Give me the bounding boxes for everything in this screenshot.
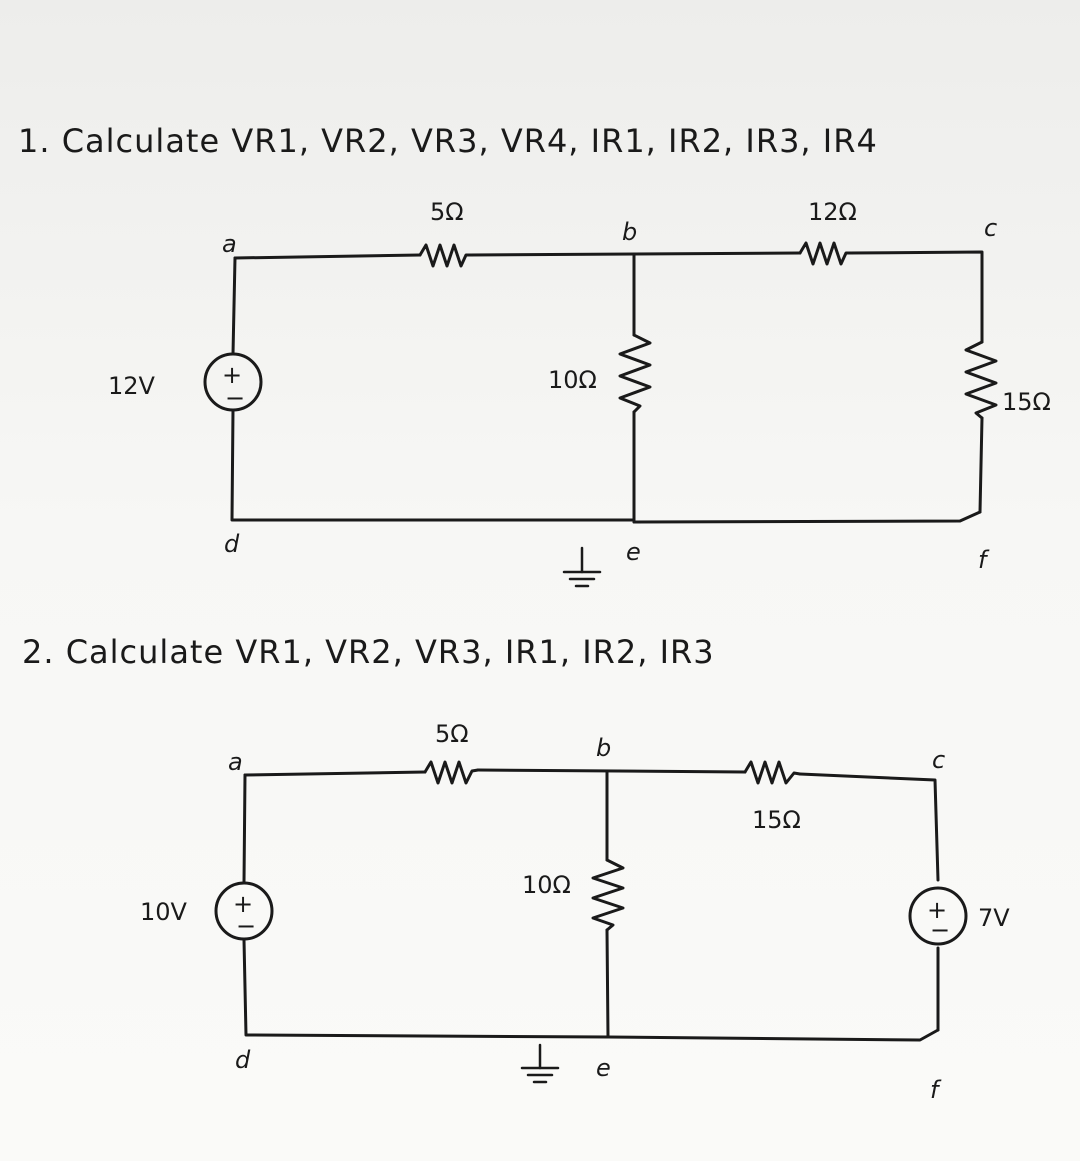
wire-a-r1 <box>243 770 427 777</box>
resistor-r4-zigzag <box>964 340 998 420</box>
node-a-label: a <box>228 748 243 776</box>
wire-source-d <box>230 408 636 522</box>
node-c-label: c <box>932 746 945 774</box>
source-12v-plus: + <box>222 361 242 389</box>
node-d-label: d <box>224 530 240 558</box>
wire-a-r1 <box>233 253 422 260</box>
resistor-r3-label: 10Ω <box>548 366 597 394</box>
source-10v-minus: − <box>236 912 256 940</box>
node-e-label: e <box>596 1054 611 1082</box>
node-c-label: c <box>984 214 997 242</box>
ground-icon <box>562 546 602 588</box>
source-10v-label: 10V <box>140 898 188 926</box>
wire-source-d <box>242 938 610 1039</box>
node-a-label: a <box>222 230 237 258</box>
problem-1-title: 1. Calculate VR1, VR2, VR3, VR4, IR1, IR… <box>18 122 878 160</box>
wire-r4-f <box>978 416 984 514</box>
resistor-r1-label: 5Ω <box>435 720 469 748</box>
source-7v-plus: + <box>927 896 947 924</box>
resistor-r4-label: 15Ω <box>1002 388 1051 416</box>
wire-r2-c <box>798 772 940 882</box>
resistor-r1-zigzag <box>423 760 480 785</box>
voltage-source-10v <box>214 881 274 941</box>
wire-r1-b-r2 <box>476 768 747 774</box>
voltage-source-12v <box>203 352 263 412</box>
node-b-label: b <box>596 734 611 762</box>
node-e-label: e <box>626 538 641 566</box>
resistor-r2-label: 12Ω <box>808 198 857 226</box>
resistor-r2-zigzag <box>798 241 852 266</box>
node-d-label: d <box>235 1046 251 1074</box>
resistor-r3-zigzag <box>618 333 652 414</box>
resistor-r3-zigzag <box>591 858 625 932</box>
wire-r3-e <box>605 928 610 1039</box>
resistor-r1-zigzag <box>418 243 472 268</box>
node-b-label: b <box>622 218 637 246</box>
source-7v-label: 7V <box>978 904 1010 932</box>
resistor-r2-zigzag <box>743 760 802 785</box>
voltage-source-7v <box>908 886 968 946</box>
wire-e-f <box>632 510 982 524</box>
source-12v-label: 12V <box>108 372 156 400</box>
resistor-r3-label: 10Ω <box>522 871 571 899</box>
problem-2: 2. Calculate VR1, VR2, VR3, IR1, IR2, IR… <box>22 633 1010 1104</box>
wire-a-source <box>231 256 237 356</box>
node-f-label: f <box>930 1076 942 1104</box>
wire-e-f <box>606 1028 940 1042</box>
source-12v-minus: − <box>225 384 245 412</box>
ground-icon <box>520 1043 560 1084</box>
resistor-r1-label: 5Ω <box>430 198 464 226</box>
source-7v-minus: − <box>930 916 950 944</box>
wire-r2-c <box>848 250 984 344</box>
node-f-label: f <box>978 546 990 574</box>
problem-1: 1. Calculate VR1, VR2, VR3, VR4, IR1, IR… <box>18 122 1051 588</box>
wire-a-source <box>242 773 247 884</box>
resistor-r2-label: 15Ω <box>752 806 801 834</box>
problem-2-title: 2. Calculate VR1, VR2, VR3, IR1, IR2, IR… <box>22 633 715 671</box>
source-10v-plus: + <box>233 890 253 918</box>
